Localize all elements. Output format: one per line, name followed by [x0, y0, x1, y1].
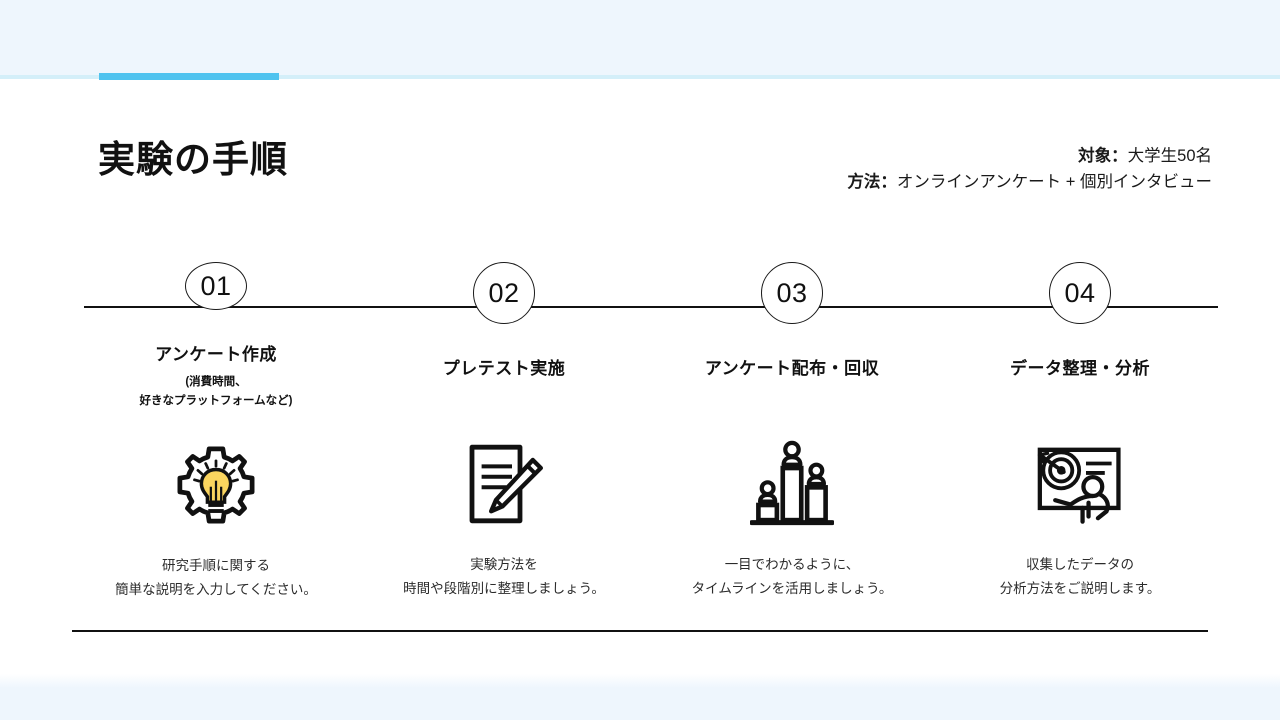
meta-method-row: 方法：オンラインアンケート + 個別インタビュー — [847, 169, 1212, 195]
step-number-badge: 02 — [473, 262, 535, 324]
timeline-step-04[interactable]: 04 データ整理・分析 — [936, 262, 1224, 602]
step-description-line2: 時間や段階別に整理しましょう。 — [403, 581, 605, 596]
step-description: 実験方法を 時間や段階別に整理しましょう。 — [403, 553, 605, 601]
step-subtitle-line1: (消費時間、 — [185, 376, 247, 388]
bottom-divider — [72, 630, 1208, 632]
meta-target-row: 対象：大学生50名 — [847, 143, 1212, 169]
timeline-step-03[interactable]: 03 アンケート配布・回収 一目でわかるように、 タイムラ — [648, 262, 936, 602]
meta-target-value: 大学生50名 — [1127, 147, 1212, 165]
step-number-badge: 03 — [761, 262, 823, 324]
gear-lightbulb-icon — [173, 443, 259, 527]
document-pencil-icon — [464, 442, 544, 526]
footer-fade — [0, 674, 1280, 688]
podium-ranking-icon — [750, 440, 834, 526]
step-title: データ整理・分析 — [1010, 359, 1150, 378]
header-rule — [0, 75, 1280, 79]
step-description-line2: タイムラインを活用しましょう。 — [691, 581, 893, 596]
meta-target-label: 対象： — [1078, 147, 1128, 165]
step-number-badge: 01 — [185, 262, 247, 310]
timeline-steps: 01 アンケート作成 (消費時間、 好きなプラットフォームなど) — [72, 262, 1224, 602]
step-description-line1: 一目でわかるように、 — [724, 557, 860, 572]
step-description: 収集したデータの 分析方法をご説明します。 — [1000, 553, 1161, 601]
step-title: プレテスト実施 — [442, 359, 566, 378]
meta-method-label: 方法： — [847, 173, 897, 191]
page-title: 実験の手順 — [98, 139, 288, 180]
step-description-line1: 実験方法を — [470, 557, 538, 572]
timeline-axis — [84, 306, 1218, 308]
step-description-line1: 収集したデータの — [1026, 557, 1134, 572]
header-band — [0, 0, 1280, 76]
footer-band — [0, 688, 1280, 720]
step-subtitle: (消費時間、 好きなプラットフォームなど) — [140, 373, 293, 411]
step-title: アンケート作成 — [155, 345, 277, 364]
step-description-line2: 簡単な説明を入力してください。 — [115, 582, 317, 597]
step-description-line2: 分析方法をご説明します。 — [999, 581, 1161, 596]
step-subtitle-line2: 好きなプラットフォームなど) — [139, 395, 293, 407]
meta-method-value: オンラインアンケート + 個別インタビュー — [896, 173, 1212, 191]
step-number-badge: 04 — [1049, 262, 1111, 324]
step-description-line1: 研究手順に関する — [161, 558, 270, 573]
timeline-step-02[interactable]: 02 プレテスト実施 実験方法を 時間や段階別に整理しましょう。 — [360, 262, 648, 602]
header-accent-bar — [99, 73, 279, 80]
step-title: アンケート配布・回収 — [704, 359, 880, 378]
timeline-step-01[interactable]: 01 アンケート作成 (消費時間、 好きなプラットフォームなど) — [72, 262, 360, 602]
step-description: 研究手順に関する 簡単な説明を入力してください。 — [115, 554, 317, 602]
slide-meta: 対象：大学生50名 方法：オンラインアンケート + 個別インタビュー — [847, 143, 1212, 195]
presentation-target-icon — [1033, 442, 1127, 526]
step-description: 一目でわかるように、 タイムラインを活用しましょう。 — [692, 553, 893, 601]
